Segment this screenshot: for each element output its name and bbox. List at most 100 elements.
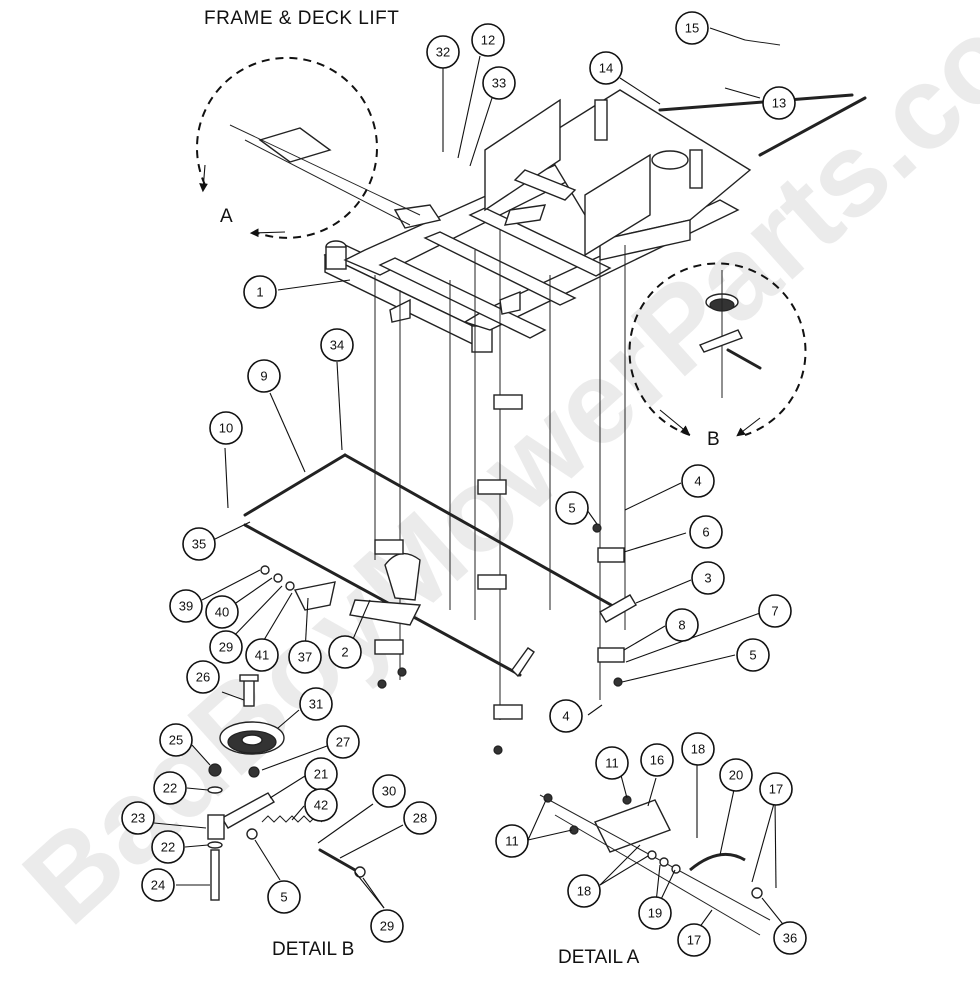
svg-text:25: 25 bbox=[169, 733, 183, 748]
spring-42 bbox=[261, 815, 323, 823]
svg-text:35: 35 bbox=[192, 537, 206, 552]
svg-text:5: 5 bbox=[280, 890, 287, 905]
detail-a-label: DETAIL A bbox=[558, 947, 640, 968]
callout-detail-b-2: 25 bbox=[159, 723, 193, 757]
callout-detail-a-3: 20 bbox=[719, 758, 753, 792]
callout-detail-b-11: 24 bbox=[141, 868, 175, 902]
svg-text:10: 10 bbox=[219, 421, 233, 436]
callout-main-10: 35 bbox=[182, 527, 216, 561]
callout-main-16: 2 bbox=[328, 635, 362, 669]
rod-9 bbox=[243, 453, 347, 517]
callout-detail-a-4: 17 bbox=[759, 772, 793, 806]
callout-detail-a-2: 18 bbox=[681, 732, 715, 766]
rod-13b bbox=[758, 96, 867, 157]
detail-b-ring bbox=[628, 262, 807, 436]
svg-text:11: 11 bbox=[505, 834, 519, 849]
eyebolt-28 bbox=[318, 848, 357, 872]
callout-circles: 32 12 33 15 14 13 1 34 9 10 35 39 40 29 … bbox=[121, 11, 807, 957]
lift-shaft-front bbox=[243, 523, 522, 677]
callout-main-23: 5 bbox=[736, 638, 770, 672]
svg-text:17: 17 bbox=[687, 933, 701, 948]
svg-text:12: 12 bbox=[481, 33, 495, 48]
main-frame bbox=[323, 89, 752, 353]
hanger-block bbox=[477, 479, 507, 495]
nut-5 bbox=[246, 828, 258, 840]
callout-detail-b-3: 27 bbox=[326, 725, 360, 759]
cross-member-1 bbox=[378, 257, 547, 339]
svg-text:34: 34 bbox=[330, 338, 344, 353]
svg-text:37: 37 bbox=[298, 650, 312, 665]
callout-detail-b-4: 22 bbox=[153, 771, 187, 805]
detail-a-arc-mini bbox=[393, 204, 442, 229]
svg-text:32: 32 bbox=[436, 45, 450, 60]
svg-text:42: 42 bbox=[314, 798, 328, 813]
hanger-block-8 bbox=[597, 647, 625, 663]
svg-text:20: 20 bbox=[729, 768, 743, 783]
hanger-blocks bbox=[374, 394, 625, 755]
svg-text:22: 22 bbox=[163, 781, 177, 796]
svg-text:8: 8 bbox=[678, 618, 685, 633]
callout-detail-a-1: 16 bbox=[640, 743, 674, 777]
svg-text:39: 39 bbox=[179, 599, 193, 614]
detail-b-callout-circle bbox=[628, 262, 807, 437]
leader-lines bbox=[153, 27, 791, 936]
svg-text:22: 22 bbox=[161, 840, 175, 855]
svg-text:30: 30 bbox=[382, 784, 396, 799]
frame-tab-mid bbox=[499, 290, 521, 315]
callout-detail-a-8: 17 bbox=[677, 923, 711, 957]
svg-text:29: 29 bbox=[219, 640, 233, 655]
nut-25 bbox=[208, 763, 222, 777]
svg-text:19: 19 bbox=[648, 906, 662, 921]
lift-rods-top-right bbox=[658, 39, 867, 157]
callout-detail-a-7: 19 bbox=[638, 896, 672, 930]
svg-text:3: 3 bbox=[704, 571, 711, 586]
svg-text:11: 11 bbox=[605, 756, 619, 771]
idler-arm-21 bbox=[221, 792, 276, 829]
detail-b-label: DETAIL B bbox=[272, 939, 354, 960]
callout-main-13: 29 bbox=[209, 630, 243, 664]
right-bracket bbox=[584, 153, 651, 257]
svg-text:18: 18 bbox=[691, 742, 705, 757]
callout-main-22: 7 bbox=[758, 594, 792, 628]
svg-text:1: 1 bbox=[256, 285, 263, 300]
hanger-block bbox=[374, 639, 404, 655]
svg-text:4: 4 bbox=[562, 709, 569, 724]
callout-main-18: 5 bbox=[555, 491, 589, 525]
callout-detail-a-5: 11 bbox=[495, 824, 529, 858]
frame-slot bbox=[503, 204, 547, 226]
svg-text:9: 9 bbox=[260, 369, 267, 384]
callout-detail-b-10: 22 bbox=[151, 830, 185, 864]
height-plate-16 bbox=[594, 799, 671, 853]
svg-text:40: 40 bbox=[215, 605, 229, 620]
callout-main-20: 3 bbox=[691, 561, 725, 595]
callout-main-1: 12 bbox=[471, 23, 505, 57]
svg-text:2: 2 bbox=[341, 645, 348, 660]
callout-detail-b-1: 31 bbox=[299, 687, 333, 721]
tube-post-left bbox=[325, 246, 347, 270]
hanger-block bbox=[374, 539, 404, 555]
arm-3 bbox=[599, 594, 637, 623]
callout-detail-b-7: 23 bbox=[121, 801, 155, 835]
detail-a-callout-circle bbox=[195, 56, 442, 239]
callout-main-9: 10 bbox=[209, 411, 243, 445]
svg-text:33: 33 bbox=[492, 76, 506, 91]
svg-text:26: 26 bbox=[196, 670, 210, 685]
callout-detail-a-6: 18 bbox=[567, 874, 601, 908]
svg-text:31: 31 bbox=[309, 697, 323, 712]
svg-text:6: 6 bbox=[702, 525, 709, 540]
svg-text:41: 41 bbox=[255, 648, 269, 663]
idler-arm-mini bbox=[698, 329, 743, 353]
svg-text:28: 28 bbox=[413, 811, 427, 826]
upright-post bbox=[594, 99, 608, 141]
pedal-37 bbox=[293, 581, 336, 611]
callout-main-3: 15 bbox=[675, 11, 709, 45]
callout-detail-b-6: 42 bbox=[304, 788, 338, 822]
svg-text:13: 13 bbox=[772, 96, 786, 111]
hook-bracket bbox=[384, 552, 421, 601]
callout-detail-a-0: 11 bbox=[595, 746, 629, 780]
callout-main-5: 13 bbox=[762, 86, 796, 120]
callout-main-7: 34 bbox=[320, 328, 354, 362]
detail-b-assembly bbox=[207, 674, 366, 901]
